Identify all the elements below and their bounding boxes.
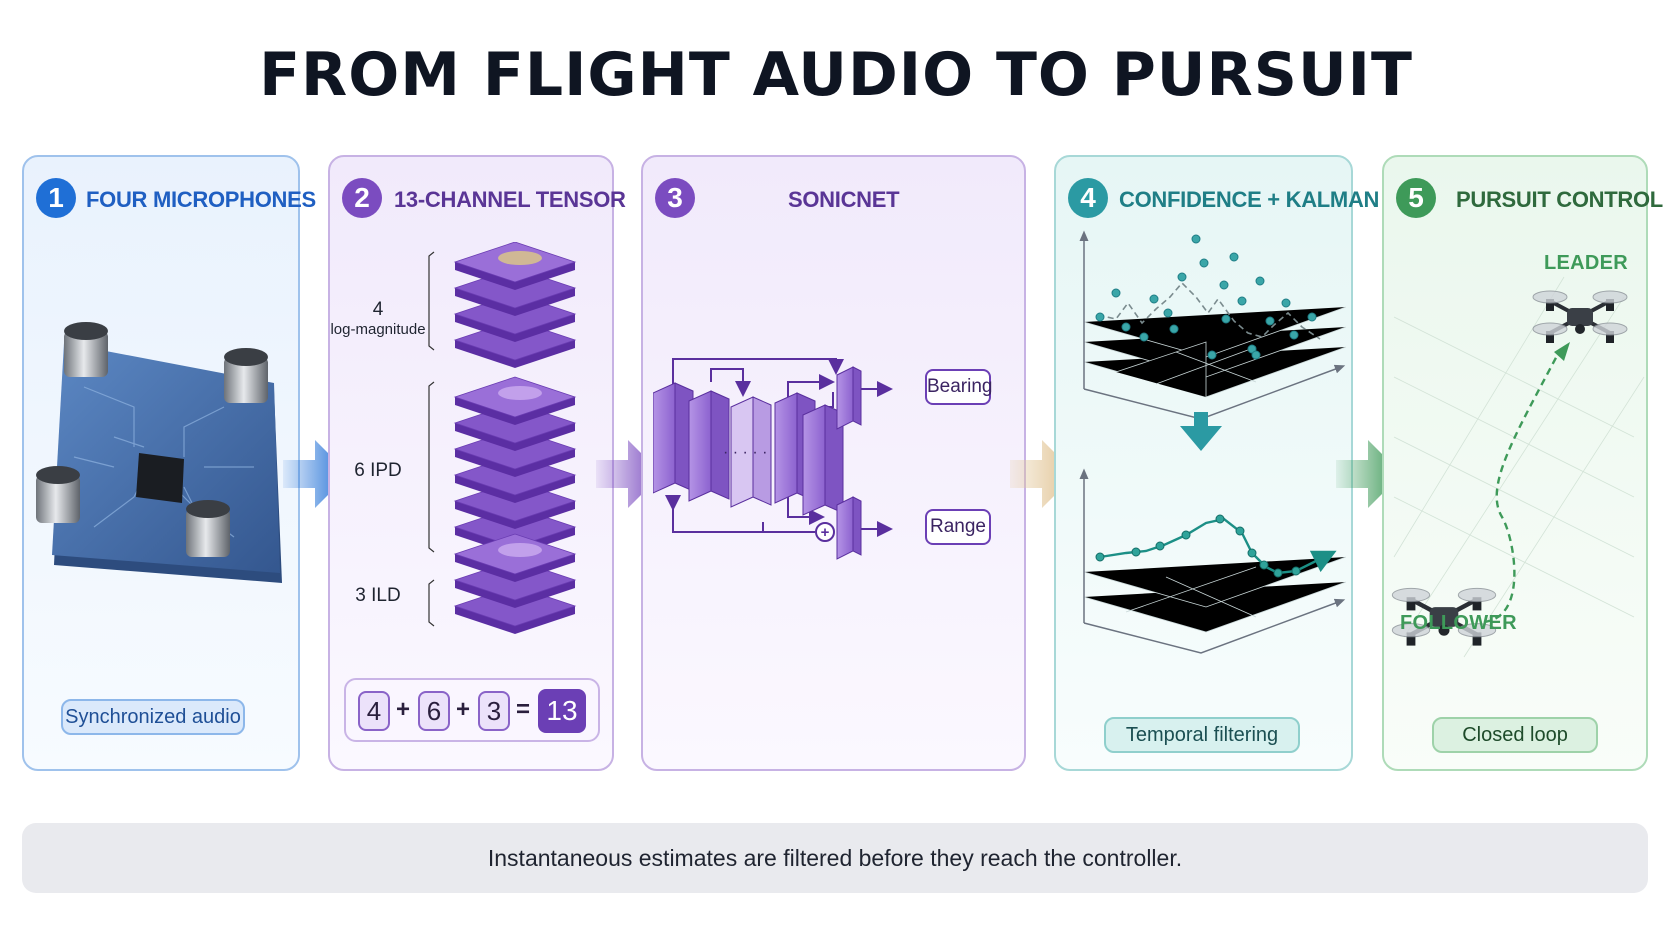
logmag-label: log-magnitude xyxy=(330,321,426,338)
stage-3-panel: 3 SONICNET · · · · · + Bearin xyxy=(641,155,1026,771)
flow-arrow-icon xyxy=(1010,440,1076,508)
footer-caption: Instantaneous estimates are filtered bef… xyxy=(22,823,1648,893)
ipd-label: 6 IPD xyxy=(354,460,402,481)
channel-sum-equation: 4 + 6 + 3 = 13 xyxy=(344,678,600,742)
stage-5-number-badge: 5 xyxy=(1396,178,1436,218)
microphone-icon xyxy=(64,322,108,377)
ellipsis: · · · · · xyxy=(723,444,767,461)
channel-slab xyxy=(453,242,577,290)
flow-arrow-icon xyxy=(283,440,349,508)
microphone-icon xyxy=(186,500,230,557)
conv-block xyxy=(730,396,772,508)
bearing-output-box: Bearing xyxy=(925,369,993,405)
stage-2-number-badge: 2 xyxy=(342,178,382,218)
ipd-count-box: 6 xyxy=(418,691,450,731)
stage-5-panel: 5 PURSUIT CONTROL LEADER FOLLOWER Closed… xyxy=(1382,155,1663,771)
total-channels-box: 13 xyxy=(538,689,586,733)
pursuit-scene xyxy=(1391,276,1645,658)
sonicnet-architecture-diagram: · · · · · + xyxy=(653,358,893,560)
stage-1-number-badge: 1 xyxy=(36,178,76,218)
leader-label: LEADER xyxy=(1544,252,1629,274)
conv-block xyxy=(653,382,694,494)
stage-4-number-badge: 4 xyxy=(1068,178,1108,218)
microphone-icon xyxy=(36,466,80,523)
logmag-count-box: 4 xyxy=(358,691,390,731)
stage-1-heading: FOUR MICROPHONES xyxy=(86,187,316,212)
stage-2-panel: 2 13-CHANNEL TENSOR 4 log-magnitude 6 IP… xyxy=(328,155,626,771)
stage-3-number-badge: 3 xyxy=(655,178,695,218)
channel-stack-illustration xyxy=(428,242,577,634)
svg-text:+: + xyxy=(821,524,830,541)
stage-1-panel: 1 FOUR MICROPHONES xyxy=(22,155,316,771)
stage-3-heading: SONICNET xyxy=(788,187,900,212)
ild-count-box: 3 xyxy=(478,691,510,731)
channel-slab xyxy=(453,533,577,582)
channel-slab xyxy=(453,376,577,425)
microphone-icon xyxy=(224,348,268,403)
sum-node: + xyxy=(815,522,835,542)
microphone-board-illustration xyxy=(36,322,282,583)
bearing-head-block xyxy=(836,366,862,430)
arrow-down-icon xyxy=(1180,412,1222,451)
equals-sign: = xyxy=(516,696,531,723)
flow-arrow-icon xyxy=(1336,440,1402,508)
follower-label: FOLLOWER xyxy=(1400,612,1517,634)
range-output-box: Range xyxy=(925,509,991,545)
stage-4-panel: 4 CONFIDENCE + KALMAN xyxy=(1054,155,1379,771)
kalman-filter-plots xyxy=(1079,230,1347,654)
range-head-block xyxy=(836,496,862,560)
stage-1-caption-pill: Synchronized audio xyxy=(61,699,245,735)
page-title: FROM FLIGHT AUDIO TO PURSUIT xyxy=(259,40,1413,110)
stage-4-caption-pill: Temporal filtering xyxy=(1104,717,1300,753)
plus-sign: + xyxy=(456,696,471,723)
leader-drone-icon xyxy=(1532,290,1628,343)
stage-2-heading: 13-CHANNEL TENSOR xyxy=(394,187,626,212)
conv-block xyxy=(688,390,730,502)
stage-5-caption-pill: Closed loop xyxy=(1432,717,1598,753)
plus-sign: + xyxy=(396,696,411,723)
follower-drone-icon xyxy=(1391,587,1497,646)
stage-4-heading: CONFIDENCE + KALMAN xyxy=(1119,187,1380,212)
stage-5-heading: PURSUIT CONTROL xyxy=(1456,187,1663,212)
ild-label: 3 ILD xyxy=(355,585,401,606)
flow-arrow-icon xyxy=(596,440,662,508)
logmag-count-label: 4 xyxy=(372,299,384,320)
